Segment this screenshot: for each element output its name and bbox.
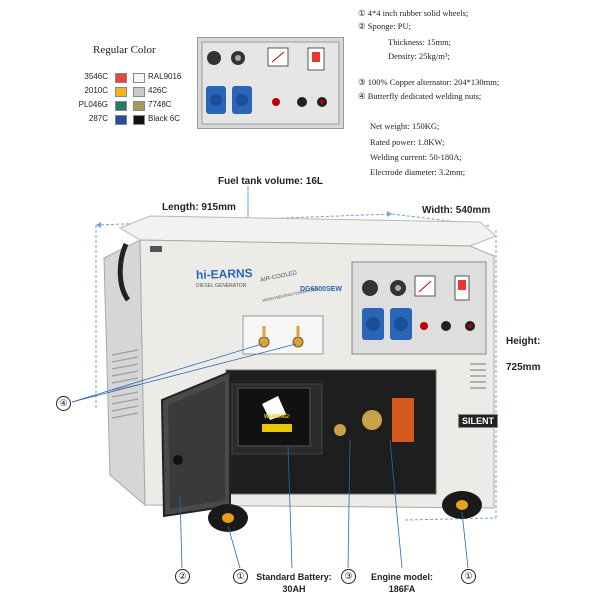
color-swatch-row: PL046G 7748C [78, 100, 188, 111]
swatch-code-right: Black 6C [148, 114, 181, 123]
callout-2: ② [175, 569, 190, 584]
spec-wheels: ① 4*4 inch rubber solid wheels; [358, 8, 469, 18]
swatch-code-right: RAL9016 [148, 72, 182, 81]
battery-warning-label: WARNING! [264, 414, 290, 420]
spec-welding-nuts: ④ Butterfly dedicated welding nuts; [358, 91, 482, 101]
fuel-tank-label: Fuel tank volume: 16L [218, 176, 324, 187]
color-legend-title: Regular Color [93, 44, 156, 56]
battery-label: Standard Battery: [256, 572, 332, 582]
brand-logo: hi-EARNS [195, 266, 253, 282]
swatch-left [115, 115, 127, 125]
control-panel-thumbnail [197, 37, 344, 129]
engine-label: Engine model: [370, 572, 433, 582]
callout-3: ③ [341, 569, 356, 584]
spec-density: Density: 25kg/m³; [388, 51, 450, 61]
color-swatch-row: 2010C 426C [78, 86, 188, 97]
swatch-right [133, 101, 145, 111]
swatch-right [133, 87, 145, 97]
callout-1-right: ① [461, 569, 476, 584]
swatch-code-left: 287C [88, 114, 108, 123]
callout-1-left: ① [233, 569, 248, 584]
spec-sponge: ② Sponge: PU; [358, 21, 411, 31]
spec-electrode-diameter: Electrode diameter: 3.2mm; [370, 167, 466, 177]
engine-value: 186FA [388, 584, 416, 594]
control-panel-drawing [198, 38, 343, 128]
swatch-right [133, 73, 145, 83]
spec-alternator: ③ 100% Copper alternator: 204*130mm; [358, 77, 500, 87]
height-value: 725mm [506, 362, 541, 373]
spec-thickness: Thickness: 15mm; [388, 37, 452, 47]
swatch-code-right: 7748C [148, 100, 172, 109]
swatch-left [115, 87, 127, 97]
swatch-code-left: PL046G [78, 100, 108, 109]
spec-rated-power: Rated power: 1.8KW; [370, 137, 445, 147]
brand-subtitle: DIESEL GENERATOR [196, 283, 247, 289]
callout-4: ④ [56, 396, 71, 411]
width-label: Width: 540mm [422, 205, 491, 216]
swatch-left [115, 101, 127, 111]
color-swatch-row: 287C Black 6C [78, 114, 188, 125]
swatch-code-left: 3546C [84, 72, 108, 81]
swatch-right [133, 115, 145, 125]
length-label: Length: 915mm [162, 202, 236, 213]
swatch-left [115, 73, 127, 83]
spec-net-weight: Net weight: 150KG; [370, 121, 440, 131]
swatch-code-left: 2010C [84, 86, 108, 95]
spec-welding-current: Welding current: 50-180A; [370, 152, 462, 162]
height-label: Height: [506, 336, 541, 347]
model-badge: DG6500SEW [300, 286, 343, 293]
swatch-code-right: 426C [148, 86, 168, 95]
battery-value: 30AH [282, 584, 306, 594]
color-swatch-row: 3546C RAL9016 [78, 72, 188, 83]
silent-badge: SILENT [458, 414, 499, 428]
